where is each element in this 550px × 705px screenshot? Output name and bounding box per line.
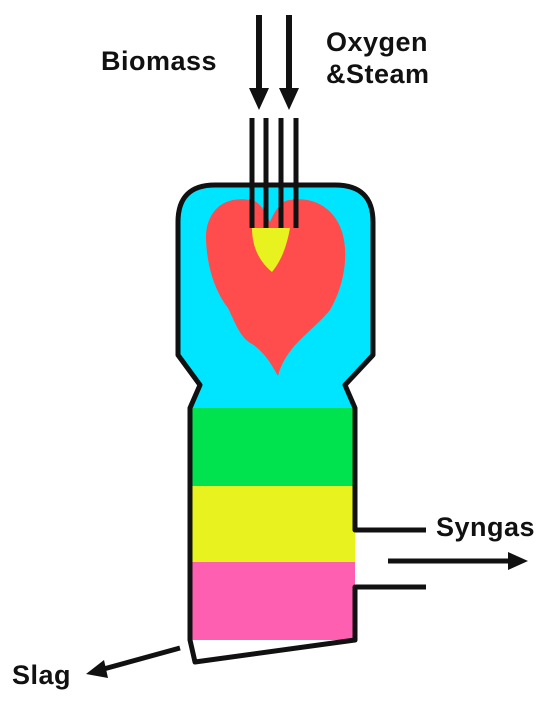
- green-zone: [178, 408, 373, 486]
- slag-label: Slag: [12, 660, 72, 690]
- slag-arrow: [86, 645, 181, 678]
- flame: [205, 199, 346, 376]
- biomass-label: Biomass: [101, 46, 218, 76]
- oxygen-label-line2: &Steam: [326, 59, 430, 89]
- yellow-zone: [178, 486, 373, 562]
- oxygen-steam-label: Oxygen &Steam: [326, 26, 430, 90]
- syngas-label: Syngas: [436, 512, 536, 542]
- vessel-zones: [178, 185, 373, 640]
- feed-pipes: [249, 118, 299, 228]
- flame-core: [252, 228, 290, 272]
- inlet-arrows: [249, 15, 299, 110]
- pink-zone: [178, 562, 373, 640]
- syngas-arrow: [388, 552, 528, 570]
- vessel-outline: [175, 182, 426, 665]
- oxygen-label-line1: Oxygen: [326, 27, 429, 57]
